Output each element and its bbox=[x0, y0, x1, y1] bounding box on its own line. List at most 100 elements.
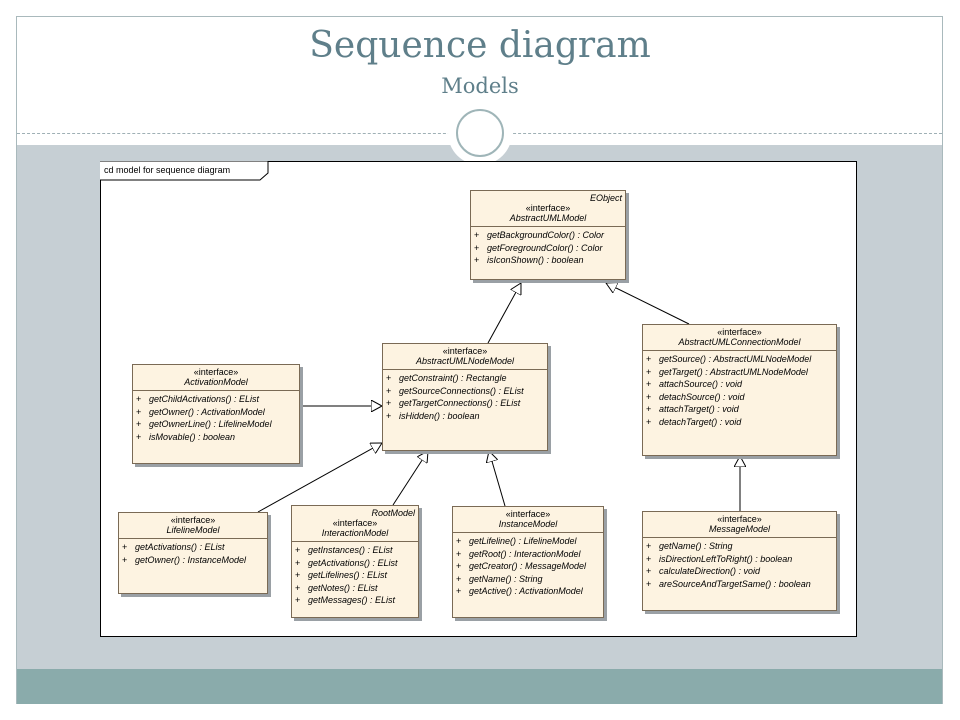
operation-signature: isMovable() : boolean bbox=[149, 431, 236, 442]
operation-row: + areSourceAndTargetSame() : boolean bbox=[646, 578, 833, 591]
class-lifeline-model[interactable]: «interface» LifelineModel +getActivation… bbox=[118, 512, 268, 594]
operation-signature: getMessages() : EList bbox=[308, 595, 396, 605]
class-name: AbstractUMLModel bbox=[509, 213, 587, 223]
class-instance-model[interactable]: «interface» InstanceModel +getLifeline()… bbox=[452, 506, 604, 618]
visibility-marker: + bbox=[646, 578, 652, 589]
class-header: «interface» ActivationModel bbox=[133, 365, 299, 391]
operation-row: +getTarget() : AbstractUMLNodeModel bbox=[646, 366, 833, 379]
visibility-marker: + bbox=[136, 431, 142, 442]
class-abstract-uml-connection-model[interactable]: «interface» AbstractUMLConnectionModel +… bbox=[642, 324, 837, 456]
visibility-marker: + bbox=[646, 566, 652, 576]
visibility-marker: + bbox=[646, 416, 652, 427]
class-stereotype: «interface» bbox=[505, 509, 551, 519]
operation-signature: getConstraint() : Rectangle bbox=[399, 373, 507, 383]
operation-row: +getNotes() : EList bbox=[295, 582, 415, 595]
operation-signature: getRoot() : InteractionModel bbox=[469, 548, 581, 559]
operation-row: +attachSource() : void bbox=[646, 378, 833, 391]
operation-row: +getActivations() : EList bbox=[295, 557, 415, 570]
visibility-marker: + bbox=[136, 394, 142, 404]
visibility-marker: + bbox=[646, 404, 652, 414]
class-stereotype: «interface» bbox=[717, 514, 762, 524]
operation-row: + isHidden() : boolean bbox=[386, 410, 544, 423]
operation-signature: attachTarget() : void bbox=[659, 404, 739, 414]
visibility-marker: + bbox=[456, 573, 462, 584]
class-stereotype: «interface» bbox=[442, 346, 488, 356]
visibility-marker: + bbox=[456, 586, 462, 596]
operation-signature: getOwner() : ActivationModel bbox=[149, 406, 265, 417]
operation-signature: isHidden() : boolean bbox=[399, 410, 480, 421]
class-header: «interface» AbstractUMLNodeModel bbox=[383, 344, 547, 370]
visibility-marker: + bbox=[646, 354, 652, 364]
operation-signature: getSource() : AbstractUMLNodeModel bbox=[659, 354, 812, 364]
operation-signature: getChildActivations() : EList bbox=[149, 394, 260, 404]
class-operations: + getConstraint() : Rectangle +getSourceC… bbox=[383, 370, 547, 424]
visibility-marker: + bbox=[646, 541, 652, 551]
class-message-model[interactable]: «interface» MessageModel +getName() : St… bbox=[642, 511, 837, 611]
class-header: «interface» LifelineModel bbox=[119, 513, 267, 539]
class-stereotype: «interface» bbox=[193, 367, 239, 377]
slide-frame-top bbox=[16, 16, 943, 17]
operation-row: + getMessages() : EList bbox=[295, 594, 415, 607]
class-stereotype: «interface» bbox=[717, 327, 762, 337]
operation-signature: calculateDirection() : void bbox=[659, 566, 761, 576]
arrow-node-to-umlmodel bbox=[487, 283, 521, 344]
visibility-marker: + bbox=[474, 230, 480, 240]
operation-signature: getActivations() : EList bbox=[308, 557, 398, 568]
operation-signature: isIconShown() : boolean bbox=[487, 255, 584, 265]
operation-signature: getInstances() : EList bbox=[308, 545, 393, 555]
slide-subtitle: Models bbox=[441, 74, 519, 98]
operation-row: +getOwnerLine() : LifelineModel bbox=[136, 418, 296, 431]
visibility-marker: + bbox=[295, 582, 301, 593]
slide-title: Sequence diagram bbox=[309, 25, 651, 66]
arrow-interaction-to-node bbox=[392, 451, 428, 506]
class-abstract-uml-model[interactable]: EObject «interface» AbstractUMLModel +ge… bbox=[470, 190, 626, 280]
operation-signature: getOwner() : InstanceModel bbox=[135, 554, 247, 565]
visibility-marker: + bbox=[295, 545, 301, 555]
visibility-marker: + bbox=[646, 379, 652, 389]
operation-signature: getForegroundColor() : Color bbox=[487, 242, 603, 253]
class-name: InteractionModel bbox=[321, 528, 389, 538]
operation-row: + calculateDirection() : void bbox=[646, 565, 833, 578]
class-header: EObject «interface» AbstractUMLModel bbox=[471, 191, 625, 227]
operation-row: + attachTarget() : void bbox=[646, 403, 833, 416]
visibility-marker: + bbox=[122, 554, 128, 565]
operation-row: +getSourceConnections() : EList bbox=[386, 385, 544, 398]
operation-signature: getTarget() : AbstractUMLNodeModel bbox=[659, 366, 808, 377]
operation-signature: getOwnerLine() : LifelineModel bbox=[149, 419, 272, 429]
arrow-connection-to-umlmodel bbox=[606, 283, 690, 325]
slide-frame-left bbox=[16, 16, 17, 704]
operation-row: + getChildActivations() : EList bbox=[136, 393, 296, 406]
class-operations: +getLifeline() : LifelineModel + getRoot(… bbox=[453, 533, 603, 600]
operation-row: +getLifeline() : LifelineModel bbox=[456, 535, 600, 548]
class-stereotype: «interface» bbox=[170, 515, 216, 525]
operation-row: + getInstances() : EList bbox=[295, 544, 415, 557]
visibility-marker: + bbox=[386, 385, 392, 396]
operation-row: +getForegroundColor() : Color bbox=[474, 242, 622, 255]
class-name: AbstractUMLConnectionModel bbox=[678, 337, 801, 347]
operation-row: + isDirectionLeftToRight() : boolean bbox=[646, 553, 833, 566]
class-operations: +getChildActivations() : EList +getOwner… bbox=[133, 391, 299, 445]
slide-frame-right bbox=[942, 16, 943, 704]
class-activation-model[interactable]: «interface» ActivationModel + getChildAct… bbox=[132, 364, 300, 464]
visibility-marker: + bbox=[646, 553, 652, 564]
operation-signature: getLifelines() : EList bbox=[308, 570, 388, 580]
operation-signature: isDirectionLeftToRight() : boolean bbox=[659, 553, 793, 564]
frame-label-tab bbox=[100, 161, 269, 181]
operation-signature: areSourceAndTargetSame() : boolean bbox=[659, 578, 811, 589]
class-interaction-model[interactable]: RootModel «interface» InteractionModel +… bbox=[291, 505, 419, 618]
visibility-marker: + bbox=[386, 398, 392, 408]
class-abstract-uml-node-model[interactable]: «interface» AbstractUMLNodeModel + getCon… bbox=[382, 343, 548, 451]
class-stereotype: «interface» bbox=[525, 203, 571, 213]
class-operations: +getBackgroundColor() : Color +getForegr… bbox=[471, 227, 625, 269]
visibility-marker: + bbox=[456, 536, 462, 546]
class-name: MessageModel bbox=[708, 524, 771, 534]
visibility-marker: + bbox=[295, 595, 301, 605]
visibility-marker: + bbox=[386, 410, 392, 421]
visibility-marker: + bbox=[295, 570, 301, 580]
class-stereotype: «interface» bbox=[332, 518, 378, 528]
operation-signature: getCreator() : MessageModel bbox=[469, 561, 587, 571]
class-operations: +getActivations() : EList +getOwner() : … bbox=[119, 539, 267, 568]
class-header: «interface» InstanceModel bbox=[453, 507, 603, 533]
operation-signature: detachTarget() : void bbox=[659, 416, 742, 427]
visibility-marker: + bbox=[474, 255, 480, 265]
